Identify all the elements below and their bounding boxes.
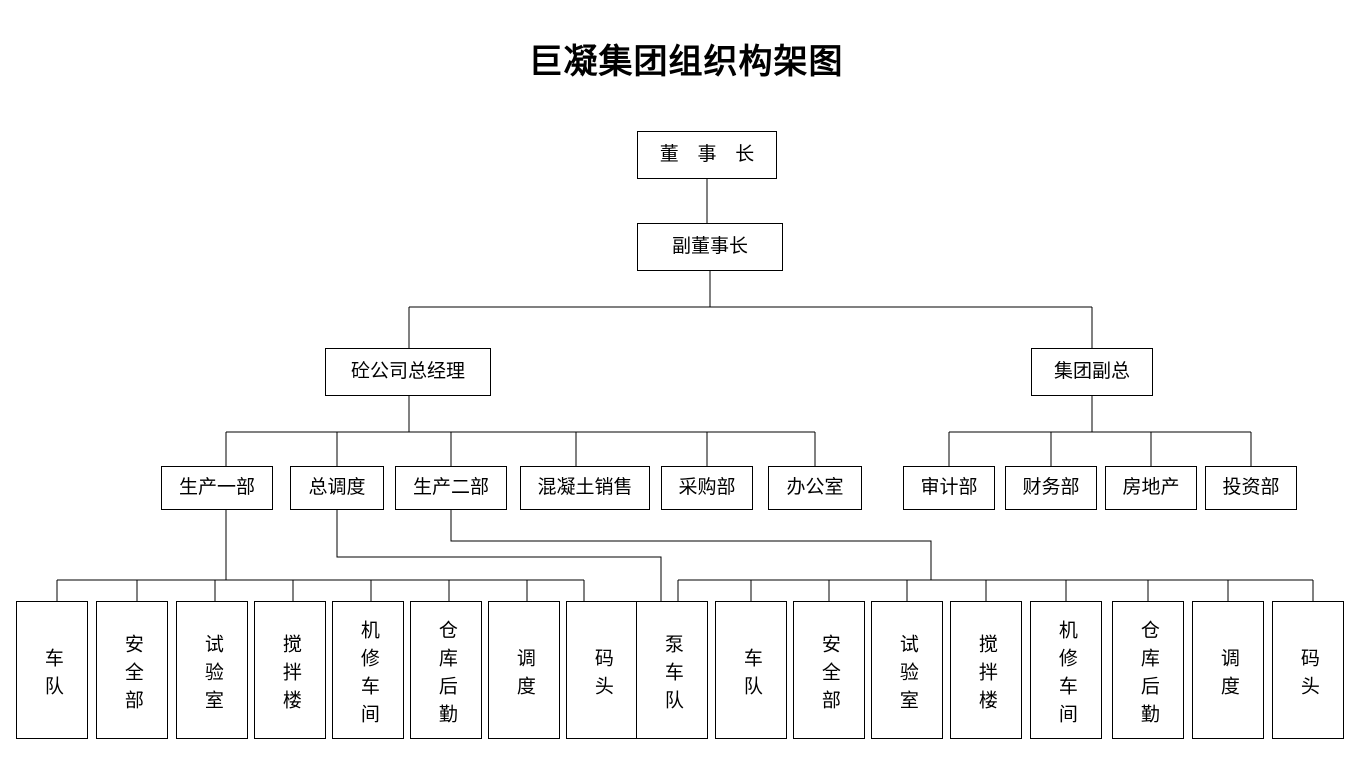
org-node-n31[interactable]: 码头 (1272, 601, 1344, 739)
org-node-n29[interactable]: 仓库后勤 (1112, 601, 1184, 739)
org-node-n11[interactable]: 审计部 (903, 466, 995, 510)
org-node-n6[interactable]: 总调度 (290, 466, 384, 510)
org-node-n7[interactable]: 生产二部 (395, 466, 507, 510)
org-node-n4[interactable]: 集团副总 (1031, 348, 1153, 396)
org-node-n20[interactable]: 仓库后勤 (410, 601, 482, 739)
org-node-n13[interactable]: 房地产 (1105, 466, 1197, 510)
org-node-n8[interactable]: 混凝土销售 (520, 466, 650, 510)
org-node-n5[interactable]: 生产一部 (161, 466, 273, 510)
org-node-n19[interactable]: 机修车间 (332, 601, 404, 739)
org-node-n9[interactable]: 采购部 (661, 466, 753, 510)
org-node-n22[interactable]: 码头 (566, 601, 638, 739)
org-node-n28[interactable]: 机修车间 (1030, 601, 1102, 739)
org-node-n10[interactable]: 办公室 (768, 466, 862, 510)
org-node-n15[interactable]: 车队 (16, 601, 88, 739)
org-node-n23[interactable]: 泵车队 (636, 601, 708, 739)
org-node-n12[interactable]: 财务部 (1005, 466, 1097, 510)
org-node-n27[interactable]: 搅拌楼 (950, 601, 1022, 739)
org-node-n24[interactable]: 车队 (715, 601, 787, 739)
org-node-n3[interactable]: 砼公司总经理 (325, 348, 491, 396)
org-node-n25[interactable]: 安全部 (793, 601, 865, 739)
org-node-n26[interactable]: 试验室 (871, 601, 943, 739)
org-node-n18[interactable]: 搅拌楼 (254, 601, 326, 739)
org-node-n30[interactable]: 调度 (1192, 601, 1264, 739)
org-node-n16[interactable]: 安全部 (96, 601, 168, 739)
org-node-n2[interactable]: 副董事长 (637, 223, 783, 271)
edge-prod2-to-rightgroup (450, 510, 932, 580)
org-node-n14[interactable]: 投资部 (1205, 466, 1297, 510)
page-title: 巨凝集团组织构架图 (528, 44, 844, 81)
org-node-n1[interactable]: 董 事 长 (637, 131, 777, 179)
org-node-n17[interactable]: 试验室 (176, 601, 248, 739)
edge-dispatch-to-pumpfleet (336, 510, 662, 601)
org-node-n21[interactable]: 调度 (488, 601, 560, 739)
